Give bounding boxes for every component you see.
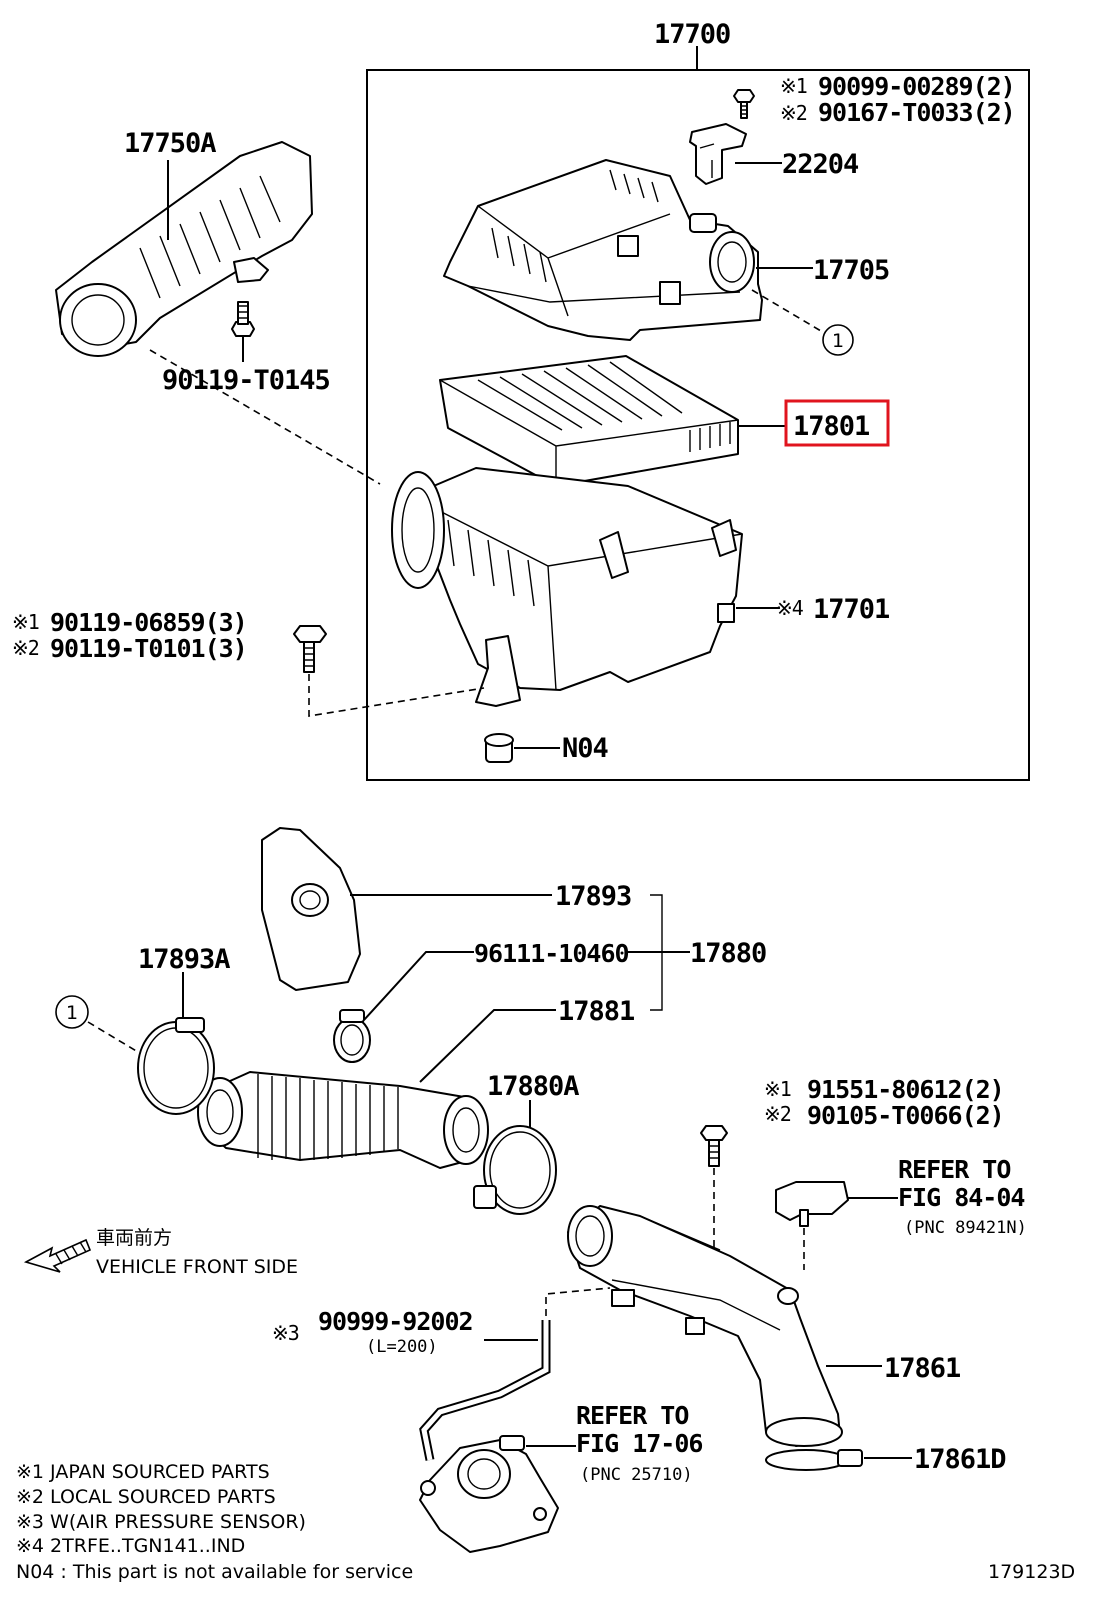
- label-90119-T0145[interactable]: 90119-T0145: [162, 365, 331, 396]
- mark-1-side: ※1: [12, 610, 39, 634]
- mark-2-lower: ※2: [764, 1102, 791, 1126]
- hose-clamp-icon-bottom[interactable]: [765, 1449, 863, 1471]
- label-17861D[interactable]: 17861D: [914, 1444, 1007, 1475]
- refer2-line3: (PNC 25710): [580, 1465, 693, 1485]
- label-lower-bolt-b[interactable]: 90105-T0066(2): [807, 1101, 1005, 1130]
- refer2-line2[interactable]: FIG 17-06: [576, 1429, 703, 1458]
- pressure-sensor-icon[interactable]: [775, 1181, 849, 1227]
- label-17881[interactable]: 17881: [558, 996, 635, 1027]
- label-N04[interactable]: N04: [562, 733, 610, 764]
- intake-pipe-icon[interactable]: [567, 1205, 843, 1447]
- resonator-icon[interactable]: [261, 827, 361, 991]
- mark-1-top: ※1: [780, 74, 807, 98]
- label-17705[interactable]: 17705: [813, 255, 890, 286]
- bolt-icon-lower[interactable]: [700, 1125, 728, 1167]
- label-top-bolt-b[interactable]: 90167-T0033(2): [818, 98, 1016, 127]
- air-cleaner-cap-icon[interactable]: [443, 159, 763, 341]
- front-arrow-icon: [23, 1238, 92, 1273]
- bolt-icon-top[interactable]: [733, 89, 755, 119]
- hose-clamp-icon-left[interactable]: [137, 1017, 215, 1115]
- note-2: ※2 LOCAL SOURCED PARTS: [16, 1486, 276, 1508]
- label-17750A[interactable]: 17750A: [124, 128, 217, 159]
- reference-circle-1-bottom-text: 1: [66, 1002, 78, 1024]
- mark-1-lower: ※1: [764, 1077, 791, 1101]
- label-17893A[interactable]: 17893A: [138, 944, 231, 975]
- note-1: ※1 JAPAN SOURCED PARTS: [16, 1461, 270, 1483]
- intake-duct-icon[interactable]: [55, 141, 313, 357]
- label-side-bolt-a[interactable]: 90119-06859(3): [50, 608, 248, 637]
- label-17880A[interactable]: 17880A: [487, 1071, 580, 1102]
- air-hose-icon[interactable]: [197, 1071, 489, 1169]
- hose-clamp-icon-right[interactable]: [473, 1125, 557, 1215]
- mark-4: ※4: [776, 596, 804, 620]
- grommet-icon[interactable]: [484, 733, 514, 763]
- reference-circle-1-bottom[interactable]: [55, 995, 89, 1029]
- label-22204[interactable]: 22204: [782, 149, 860, 180]
- label-17801[interactable]: 17801: [793, 411, 870, 442]
- note-3: ※3 W(AIR PRESSURE SENSOR): [16, 1511, 306, 1533]
- highlight-box-17801[interactable]: [784, 399, 890, 447]
- bolt-icon-duct[interactable]: [231, 301, 255, 337]
- airflow-sensor-icon[interactable]: [689, 123, 747, 185]
- mark-2-top: ※2: [780, 101, 807, 125]
- refer1-line2[interactable]: FIG 84-04: [898, 1183, 1025, 1212]
- label-17700[interactable]: 17700: [654, 19, 731, 50]
- direction-en: VEHICLE FRONT SIDE: [96, 1256, 298, 1278]
- direction-jp: 車両前方: [96, 1227, 172, 1249]
- figure-id: 179123D: [988, 1561, 1075, 1583]
- mark-3: ※3: [272, 1321, 299, 1345]
- air-filter-element-icon[interactable]: [439, 355, 739, 487]
- label-96111-10460[interactable]: 96111-10460: [474, 939, 630, 968]
- vacuum-hose-icon[interactable]: [419, 1320, 551, 1461]
- throttle-body-icon[interactable]: [419, 1435, 559, 1553]
- label-17880[interactable]: 17880: [690, 938, 767, 969]
- label-lower-bolt-a[interactable]: 91551-80612(2): [807, 1075, 1005, 1104]
- mark-2-side: ※2: [12, 636, 39, 660]
- bolt-icon-side[interactable]: [293, 625, 327, 673]
- refer1-line1[interactable]: REFER TO: [898, 1155, 1011, 1184]
- reference-circle-1-top[interactable]: [822, 324, 854, 356]
- label-17861[interactable]: 17861: [884, 1353, 961, 1384]
- label-top-bolt-a[interactable]: 90099-00289(2): [818, 72, 1016, 101]
- refer2-line1[interactable]: REFER TO: [576, 1401, 689, 1430]
- note-5: N04 : This part is not available for ser…: [16, 1561, 413, 1583]
- hose-clamp-icon-small[interactable]: [333, 1009, 371, 1063]
- note-4: ※4 2TRFE..TGN141..IND: [16, 1535, 245, 1557]
- reference-circle-1-top-text: 1: [832, 330, 844, 352]
- label-side-bolt-b[interactable]: 90119-T0101(3): [50, 634, 248, 663]
- label-17893[interactable]: 17893: [555, 881, 632, 912]
- label-length: (L=200): [366, 1337, 438, 1357]
- refer1-line3: (PNC 89421N): [904, 1218, 1027, 1238]
- label-90999-92002[interactable]: 90999-92002: [318, 1307, 474, 1336]
- air-cleaner-case-icon[interactable]: [391, 467, 743, 707]
- label-17701[interactable]: 17701: [813, 594, 890, 625]
